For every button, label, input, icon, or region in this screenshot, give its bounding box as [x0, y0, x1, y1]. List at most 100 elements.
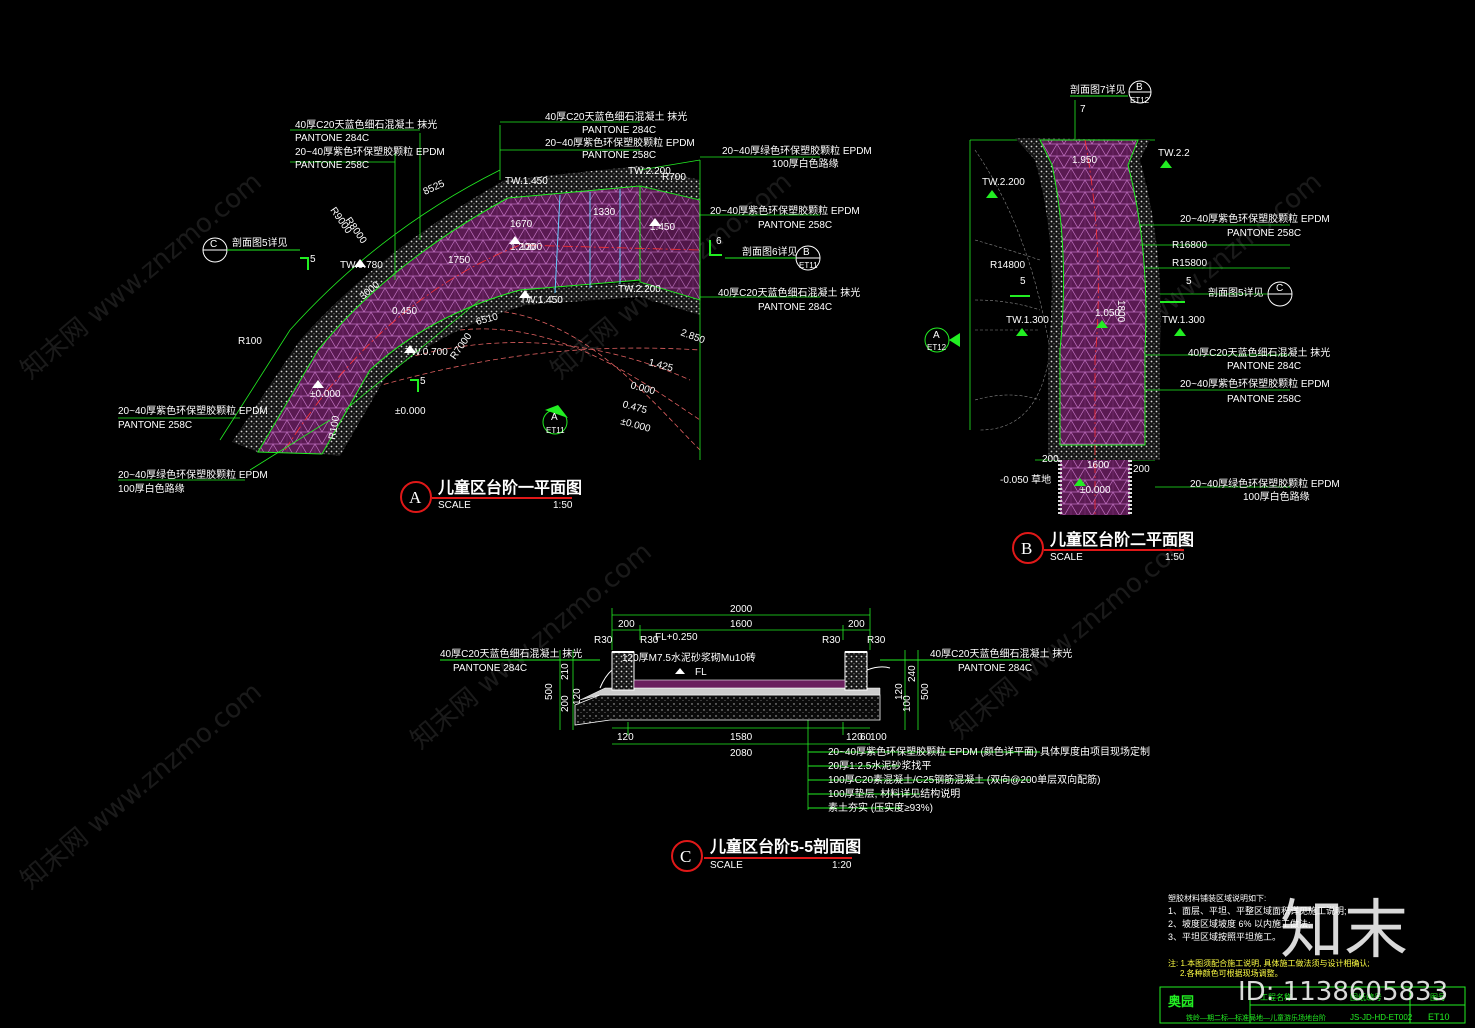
svg-text:SCALE: SCALE	[710, 860, 743, 871]
svg-text:1:50: 1:50	[1165, 552, 1185, 563]
note-text: 20~40厚紫色环保塑胶颗粒 EPDM	[295, 145, 445, 158]
svg-text:6: 6	[716, 236, 722, 247]
svg-text:SCALE: SCALE	[438, 500, 471, 511]
svg-text:R7000: R7000	[448, 331, 474, 362]
section-callout-b: B ET11 剖面图6详见 6	[709, 236, 821, 271]
note-text: 100厚白色路缘	[118, 482, 185, 495]
level-label: 1.450	[650, 222, 675, 233]
side-marker: A ET12	[924, 327, 960, 353]
watermark: 知末网 www.znzmo.com	[15, 677, 267, 896]
plan-a: 40厚C20天蓝色细石混凝土 抹光 PANTONE 284C 20~40厚紫色环…	[118, 110, 872, 513]
section-callout-top: 剖面图7详见 B ET12 7	[1070, 80, 1152, 115]
level-label: TW.1.450	[505, 176, 548, 187]
svg-text:SCALE: SCALE	[1050, 552, 1083, 563]
note-text: PANTONE 258C	[582, 150, 656, 161]
svg-text:20~40厚紫色环保塑胶颗粒 EPDM: 20~40厚紫色环保塑胶颗粒 EPDM	[1180, 212, 1330, 225]
epdm-surface	[1039, 139, 1147, 446]
svg-text:100厚白色路缘: 100厚白色路缘	[1243, 490, 1310, 503]
svg-text:B: B	[1136, 82, 1143, 93]
svg-text:1.050: 1.050	[1095, 308, 1120, 319]
level-markers: TW.2.200 TW.2.2 1.950 1.050 TW.1.300 TW.…	[982, 148, 1205, 496]
svg-text:3、平坦区域按照平坦施工。: 3、平坦区域按照平坦施工。	[1168, 931, 1281, 942]
svg-text:120: 120	[572, 688, 583, 705]
svg-text:200: 200	[1042, 454, 1059, 465]
svg-text:100: 100	[870, 732, 887, 743]
svg-text:100厚C20素混凝土/C25钢筋混凝土 (双向@200单层: 100厚C20素混凝土/C25钢筋混凝土 (双向@200单层双向配筋)	[828, 773, 1100, 786]
svg-text:20~40厚绿色环保塑胶颗粒 EPDM: 20~40厚绿色环保塑胶颗粒 EPDM	[1190, 477, 1340, 490]
svg-text:500: 500	[920, 683, 931, 700]
svg-text:1.950: 1.950	[1072, 155, 1097, 166]
svg-text:PANTONE 284C: PANTONE 284C	[958, 663, 1032, 674]
centerline	[284, 244, 701, 451]
svg-text:TW.1.300: TW.1.300	[1006, 315, 1049, 326]
svg-text:C: C	[1276, 283, 1283, 294]
svg-text:R30: R30	[822, 635, 841, 646]
note-text: PANTONE 258C	[758, 220, 832, 231]
drawing-title-a: A 儿童区台阶一平面图 SCALE 1:50	[400, 478, 582, 513]
svg-text:20~40厚紫色环保塑胶颗粒 EPDM (颜色详平面) 具体: 20~40厚紫色环保塑胶颗粒 EPDM (颜色详平面) 具体厚度由项目现场定制	[828, 745, 1150, 758]
note-text: PANTONE 284C	[295, 133, 369, 144]
section-c: 2000 200 1600 200 120 1580 120 60 100 20…	[440, 604, 1150, 872]
note-text: 20~40厚紫色环保塑胶颗粒 EPDM	[710, 204, 860, 217]
svg-text:8525: 8525	[422, 178, 447, 198]
brand-watermark: 知末 ID: 1138605833	[1238, 894, 1448, 1007]
svg-text:-0.050 草地: -0.050 草地	[1000, 473, 1051, 486]
svg-text:200: 200	[1133, 464, 1150, 475]
svg-text:R100: R100	[327, 415, 342, 441]
step-lines	[554, 189, 621, 294]
svg-text:剖面图5详见: 剖面图5详见	[232, 236, 288, 249]
svg-text:1600: 1600	[1087, 460, 1110, 471]
level-label: TW.2.200	[618, 284, 661, 295]
svg-text:儿童区台阶5-5剖面图: 儿童区台阶5-5剖面图	[709, 837, 861, 856]
leader-lines	[118, 121, 820, 481]
svg-text:A: A	[551, 412, 558, 423]
svg-text:B: B	[803, 247, 810, 258]
svg-text:R16800: R16800	[1172, 240, 1207, 251]
epdm-surface-right	[639, 185, 701, 301]
svg-text:1580: 1580	[730, 732, 753, 743]
svg-text:TW.1.300: TW.1.300	[1162, 315, 1205, 326]
svg-text:1:20: 1:20	[832, 860, 852, 871]
title-block: 奥园 工程名称 图纸编号 图号 铁岭—期二标—标准局地—儿童游乐场地台阶 JS-…	[1159, 986, 1466, 1024]
section-callout-right: 剖面图5详见 C 5 5	[1010, 276, 1293, 307]
svg-text:1670: 1670	[510, 219, 533, 230]
note-text: 20~40厚绿色环保塑胶颗粒 EPDM	[118, 468, 268, 481]
svg-text:R30: R30	[867, 635, 886, 646]
svg-text:TW.2.200: TW.2.200	[982, 177, 1025, 188]
svg-text:120厚M7.5水泥砂浆砌Mu10砖: 120厚M7.5水泥砂浆砌Mu10砖	[622, 651, 756, 664]
svg-text:R100: R100	[238, 336, 262, 347]
svg-text:奥园: 奥园	[1168, 994, 1194, 1010]
svg-text:7: 7	[1080, 104, 1086, 115]
svg-text:5: 5	[310, 254, 316, 265]
dimension-texts: R14800 R16800 R15800 1600 200 200 1800	[990, 240, 1207, 475]
note-text: 20~40厚紫色环保塑胶颗粒 EPDM	[545, 136, 695, 149]
svg-text:20~40厚紫色环保塑胶颗粒 EPDM: 20~40厚紫色环保塑胶颗粒 EPDM	[1180, 377, 1330, 390]
note-text: PANTONE 284C	[758, 302, 832, 313]
svg-text:1330: 1330	[593, 207, 616, 218]
svg-text:2.850: 2.850	[679, 327, 707, 346]
brand-logo: 知末	[1280, 894, 1408, 968]
svg-text:2.各种颜色可根据现场调整。: 2.各种颜色可根据现场调整。	[1180, 968, 1283, 978]
brand-id: ID: 1138605833	[1238, 977, 1448, 1007]
svg-text:PANTONE 284C: PANTONE 284C	[453, 663, 527, 674]
note-text: 40厚C20天蓝色细石混凝土 抹光	[295, 118, 437, 131]
svg-text:0.475: 0.475	[621, 399, 648, 416]
svg-text:剖面图5详见: 剖面图5详见	[1208, 286, 1264, 299]
svg-text:剖面图7详见: 剖面图7详见	[1070, 83, 1126, 96]
svg-text:ET12: ET12	[927, 343, 947, 352]
svg-text:100: 100	[902, 695, 913, 712]
svg-text:5: 5	[1020, 276, 1026, 287]
svg-text:1:50: 1:50	[553, 500, 573, 511]
drawing-title-b: B 儿童区台阶二平面图 SCALE 1:50	[1012, 530, 1194, 564]
gravel-edge-inner	[322, 282, 700, 456]
svg-text:素土夯实 (压实度≥93%): 素土夯实 (压实度≥93%)	[828, 801, 933, 814]
svg-text:100厚垫层, 材料详见结构说明: 100厚垫层, 材料详见结构说明	[828, 787, 960, 800]
svg-text:120: 120	[894, 683, 905, 700]
note-text: 40厚C20天蓝色细石混凝土 抹光	[545, 110, 687, 123]
plan-b: 剖面图7详见 B ET12 7 剖面图5详见 C 5 5 A ET12 TW.2…	[924, 80, 1340, 564]
note-text: 20~40厚紫色环保塑胶颗粒 EPDM	[118, 404, 268, 417]
svg-text:儿童区台阶二平面图: 儿童区台阶二平面图	[1049, 530, 1194, 549]
svg-text:铁岭—期二标—标准局地—儿童游乐场地台阶: 铁岭—期二标—标准局地—儿童游乐场地台阶	[1186, 1013, 1326, 1022]
note-text: PANTONE 258C	[295, 160, 369, 171]
